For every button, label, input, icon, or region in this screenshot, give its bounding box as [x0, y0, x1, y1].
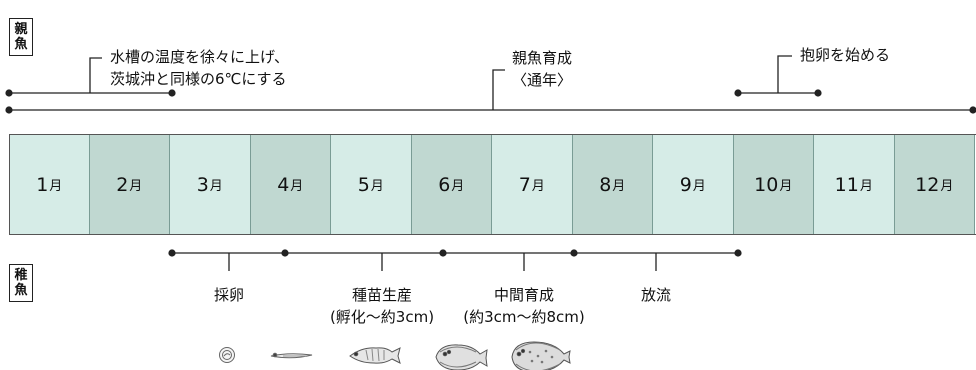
- seed-production-line2: (孵化〜約3cm): [329, 308, 435, 326]
- month-number: 11: [834, 173, 859, 196]
- parent-label-char-2: 魚: [14, 37, 28, 52]
- egg-collection-start-dot: [168, 249, 176, 257]
- rearing-note-line2: 〈通年〉: [512, 71, 573, 89]
- month-number: 2: [116, 173, 129, 196]
- month-unit: 月: [779, 179, 793, 194]
- month-number: 6: [438, 173, 451, 196]
- release-start-dot: [570, 249, 578, 257]
- rearing-note-line1: 親魚育成: [512, 49, 573, 67]
- month-number: 10: [754, 173, 779, 196]
- young-flounder-icon: [435, 344, 488, 370]
- flounder-icon: [511, 341, 571, 370]
- release-end-dot: [734, 249, 742, 257]
- juvenile-fish-icon: [349, 347, 401, 364]
- month-unit: 月: [692, 179, 706, 194]
- month-unit: 月: [290, 179, 304, 194]
- temperature-end-dot: [168, 89, 176, 97]
- intermediate-rearing-line1: 中間育成: [493, 286, 554, 304]
- month-unit: 月: [49, 179, 63, 194]
- release-label: 放流: [620, 284, 692, 306]
- temperature-callout-leader: [89, 57, 102, 93]
- intermediate-rearing-line2: (約3cm〜約8cm): [463, 308, 585, 326]
- rearing-callout-leader: [492, 69, 505, 110]
- rearing-start-dot: [5, 106, 13, 114]
- month-number: 7: [518, 173, 531, 196]
- rearing-note: 親魚育成 〈通年〉: [512, 47, 572, 91]
- spawning-callout-leader: [777, 55, 792, 93]
- month-number: 3: [196, 173, 209, 196]
- month-number: 5: [357, 173, 370, 196]
- temperature-note: 水槽の温度を徐々に上げ、 茨城沖と同様の6℃にする: [110, 46, 289, 90]
- juvenile-fish-label: 稚 魚: [9, 264, 33, 302]
- month-number: 1: [36, 173, 49, 196]
- rearing-end-dot: [969, 106, 976, 114]
- month-unit: 月: [129, 179, 143, 194]
- month-unit: 月: [612, 179, 626, 194]
- month-unit: 月: [209, 179, 223, 194]
- juvenile-label-char-1: 稚: [14, 268, 28, 283]
- intermediate-rearing-label: 中間育成 (約3cm〜約8cm): [434, 284, 614, 328]
- spawning-note-text: 抱卵を始める: [800, 46, 891, 64]
- spawning-note: 抱卵を始める: [800, 44, 890, 66]
- egg-collection-text: 採卵: [213, 286, 244, 304]
- month-number: 4: [277, 173, 290, 196]
- month-number: 12: [915, 173, 940, 196]
- parent-label-char-1: 親: [14, 22, 28, 37]
- month-unit: 月: [531, 179, 545, 194]
- month-unit: 月: [940, 179, 954, 194]
- month-unit: 月: [451, 179, 465, 194]
- month-number: 8: [599, 173, 612, 196]
- temperature-note-line2: 茨城沖と同様の6℃にする: [110, 70, 287, 88]
- temperature-start-dot: [5, 89, 13, 97]
- temperature-note-line1: 水槽の温度を徐々に上げ、: [110, 48, 289, 66]
- month-unit: 月: [370, 179, 384, 194]
- parent-fish-label: 親 魚: [9, 18, 33, 56]
- release-text: 放流: [640, 286, 671, 304]
- spawning-end-dot: [814, 89, 822, 97]
- larva-icon: [270, 352, 313, 359]
- egg-collection-label: 採卵: [192, 284, 266, 306]
- seed-production-line1: 種苗生産: [351, 286, 412, 304]
- spawning-start-dot: [734, 89, 742, 97]
- month-number: 9: [679, 173, 692, 196]
- seed-production-label: 種苗生産 (孵化〜約3cm): [292, 284, 472, 328]
- intermediate-rearing-start-dot: [439, 249, 447, 257]
- month-unit: 月: [859, 179, 873, 194]
- egg-icon: [219, 347, 235, 363]
- seed-production-start-dot: [281, 249, 289, 257]
- juvenile-label-char-2: 魚: [14, 283, 28, 298]
